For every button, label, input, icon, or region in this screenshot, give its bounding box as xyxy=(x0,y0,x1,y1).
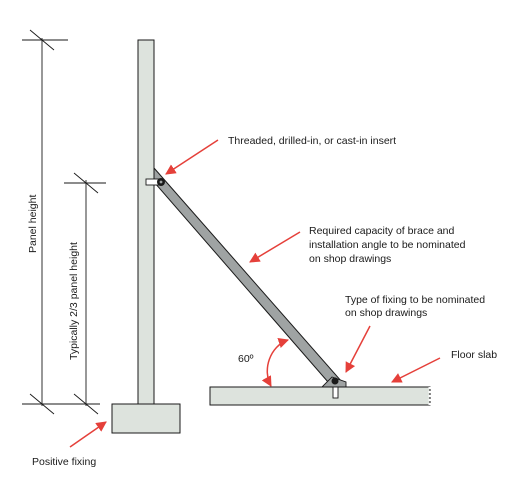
brace-label-line2: installation angle to be nominated xyxy=(309,239,466,251)
floor-fixing xyxy=(320,376,347,399)
angle-arc xyxy=(261,338,289,387)
floor-slab-label: Floor slab xyxy=(451,349,497,361)
two-thirds-height-label: Typically 2/3 panel height xyxy=(68,242,80,360)
floor-slab-arrow xyxy=(391,357,441,383)
brace-label-line1: Required capacity of brace and xyxy=(309,225,454,237)
floor-slab xyxy=(209,386,431,406)
positive-fixing-arrow xyxy=(69,421,107,448)
footing xyxy=(111,403,181,434)
brace-label-line3: on shop drawings xyxy=(309,253,391,265)
two-thirds-dimension xyxy=(64,172,106,415)
positive-fixing-label: Positive fixing xyxy=(32,456,96,468)
fixing-label-line1: Type of fixing to be nominated xyxy=(345,294,485,306)
wall-insert xyxy=(145,178,165,186)
brace xyxy=(153,166,344,383)
angle-label: 60º xyxy=(238,353,254,365)
insert-arrow xyxy=(165,139,219,175)
fixing-label-line2: on shop drawings xyxy=(345,307,427,319)
panel-height-dimension xyxy=(22,29,100,415)
brace-arrow xyxy=(249,231,301,263)
wall-panel xyxy=(137,39,155,405)
panel-height-label: Panel height xyxy=(27,195,39,253)
insert-label: Threaded, drilled-in, or cast-in insert xyxy=(228,135,396,147)
fixing-arrow xyxy=(345,325,371,373)
